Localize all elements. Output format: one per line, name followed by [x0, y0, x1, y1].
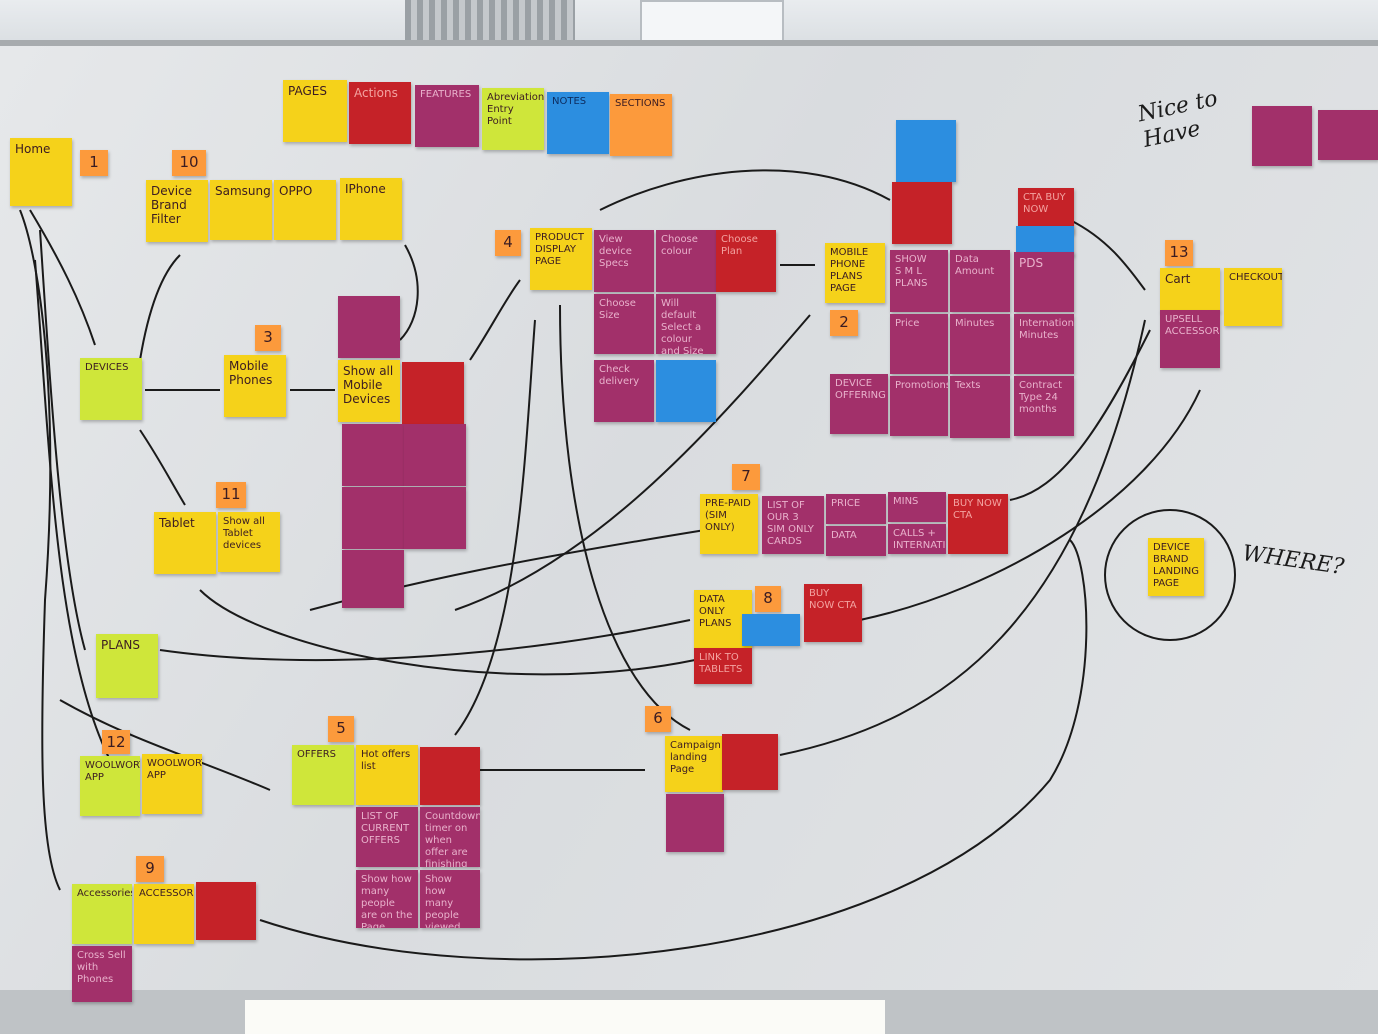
section-number-13: 13: [1165, 240, 1193, 266]
viewed-today-note: Show how many people viewed that offer t…: [420, 870, 480, 928]
countdown-note: Countdown timer on when offer are finish…: [420, 807, 480, 867]
feature-note: [342, 550, 404, 608]
woolworths-app-note-1: WOOLWORTHS APP: [80, 756, 140, 816]
feature-note: [342, 424, 404, 486]
device-brand-landing-note: DEVICE BRAND LANDING PAGE: [1148, 538, 1204, 596]
section-number-8: 8: [755, 586, 781, 612]
feature-note: [404, 487, 466, 549]
iphone-note: IPhone: [340, 178, 402, 240]
show-all-tablet-note: Show all Tablet devices: [218, 512, 280, 572]
action-note: [892, 182, 952, 244]
samsung-note: Samsung: [210, 180, 272, 240]
choose-colour-note: Choose colour: [656, 230, 716, 292]
legend-notes: NOTES: [547, 92, 609, 154]
legend-features: FEATURES: [415, 85, 479, 147]
buy-now-cta-prepaid: BUY NOW CTA: [948, 494, 1008, 554]
legend-actions: Actions: [349, 82, 411, 144]
legend-abbreviation: Abreviation Entry Point: [482, 88, 544, 150]
mins-note: MINS: [888, 492, 946, 522]
choose-plan-note: Choose Plan: [716, 230, 776, 292]
tablet-note: Tablet: [154, 512, 216, 574]
sim-list-note: LIST OF OUR 3 SIM ONLY CARDS: [762, 496, 824, 554]
feature-note: [404, 424, 466, 486]
feature-note: [342, 487, 404, 549]
device-brand-filter-note: Device Brand Filter: [146, 180, 208, 242]
action-note: [402, 362, 464, 424]
feature-note: [666, 794, 724, 852]
product-display-page-note: PRODUCT DISPLAY PAGE: [530, 228, 592, 290]
texts-note: Texts: [950, 376, 1010, 438]
cart-note: Cart: [1160, 268, 1220, 312]
cross-sell-note: Cross Sell with Phones: [72, 946, 132, 1002]
nice-note-2: [1318, 110, 1378, 160]
action-note: [420, 747, 480, 805]
section-number-2: 2: [830, 310, 858, 336]
section-number-5: 5: [328, 716, 354, 742]
plans-note: PLANS: [96, 634, 158, 698]
action-note: [722, 734, 778, 790]
section-number-12: 12: [102, 730, 130, 754]
show-label: SHOW: [895, 254, 927, 265]
section-number-3: 3: [255, 325, 281, 351]
action-note: [196, 882, 256, 940]
section-number-9: 9: [136, 856, 164, 882]
choose-size-note: Choose Size: [594, 294, 654, 354]
price-note-prepaid: PRICE: [826, 494, 886, 524]
accessories-note-2: ACCESSORIES: [134, 884, 194, 944]
accessories-note-1: Accessories: [72, 884, 132, 944]
check-delivery-note: Check delivery: [594, 360, 654, 422]
note-blue: [1016, 226, 1074, 256]
data-amount-note: Data Amount: [950, 250, 1010, 312]
woolworths-app-note-2: WOOLWORTHS APP: [142, 754, 202, 814]
device-offering-note: DEVICE OFFERING: [830, 374, 888, 434]
default-colour-note: Will default Select a colour and Size: [656, 294, 716, 354]
section-number-1: 1: [80, 150, 108, 176]
feature-note: [338, 296, 400, 358]
contract-type-note: Contract Type 24 months: [1014, 376, 1074, 436]
show-how-many-note: Show how many people are on the Page: [356, 870, 418, 928]
pds-note: PDS: [1014, 252, 1074, 312]
note-blue: [896, 120, 956, 182]
current-offers-note: LIST OF CURRENT OFFERS: [356, 807, 418, 867]
sml-label: S M L: [895, 266, 922, 277]
note-blue: [742, 614, 800, 646]
data-note-prepaid: DATA: [826, 526, 886, 556]
view-specs-note: View device Specs: [594, 230, 654, 292]
oppo-note: OPPO: [274, 180, 336, 240]
campaign-landing-note: Campaign landing Page: [665, 736, 723, 792]
pre-paid-note: PRE-PAID (SIM ONLY): [700, 494, 758, 554]
devices-note: DEVICES: [80, 358, 142, 420]
mobile-phone-plans-note: MOBILE PHONE PLANS PAGE: [825, 243, 885, 303]
section-number-11: 11: [216, 482, 246, 508]
price-note: Price: [890, 314, 948, 374]
legend-sections: SECTIONS: [610, 94, 672, 156]
plans-word: PLANS: [895, 278, 928, 289]
international-minutes-note: International Minutes: [1014, 314, 1074, 374]
upsell-accessories-note: UPSELL ACCESSORIES: [1160, 310, 1220, 368]
section-number-4: 4: [495, 230, 521, 256]
hot-offers-note: Hot offers list: [356, 745, 418, 805]
note-blue: [656, 360, 716, 422]
mobile-phones-note: Mobile Phones: [224, 355, 286, 417]
offers-note: OFFERS: [292, 745, 354, 805]
section-number-7: 7: [732, 464, 760, 490]
promotions-note: Promotions: [890, 376, 948, 436]
show-all-mobile-note: Show all Mobile Devices: [338, 360, 400, 422]
legend-pages: PAGES: [283, 80, 347, 142]
section-number-6: 6: [645, 706, 671, 732]
checkout-note: CHECKOUT: [1224, 268, 1282, 326]
paper-sheet: [245, 1000, 885, 1034]
minutes-note: Minutes: [950, 314, 1010, 374]
home-note: Home: [10, 138, 72, 206]
nice-note-1: [1252, 106, 1312, 166]
link-to-tablets-note: LINK TO TABLETS: [694, 648, 752, 684]
section-number-10: 10: [172, 150, 206, 176]
calls-international-note: CALLS + INTERNATIONAL: [888, 524, 946, 554]
buy-now-cta-data: BUY NOW CTA: [804, 584, 862, 642]
